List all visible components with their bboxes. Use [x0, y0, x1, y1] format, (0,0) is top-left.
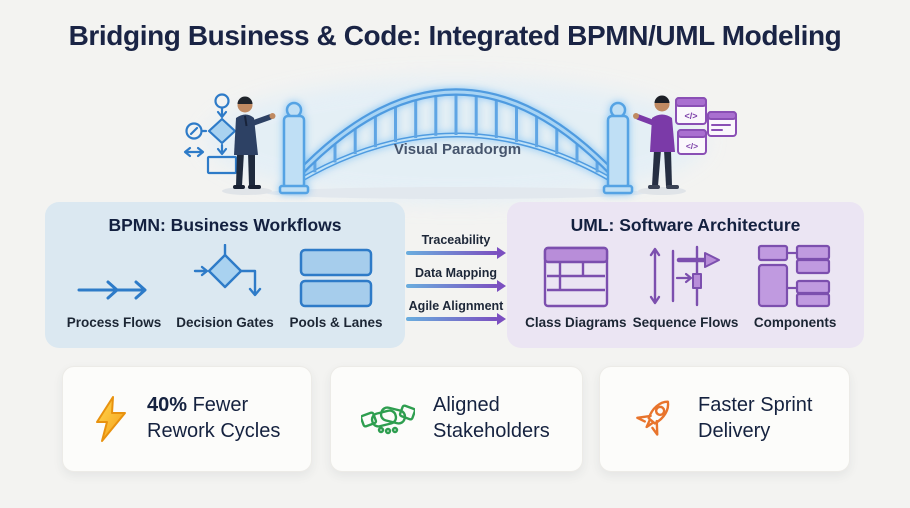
code-glyph: </>: [684, 111, 697, 121]
benefit-text: 40% Fewer Rework Cycles: [147, 394, 281, 442]
process-flow-arrow-icon: [77, 280, 147, 300]
bridge-glow: [206, 78, 706, 202]
page-title: Bridging Business & Code: Integrated BPM…: [68, 20, 842, 51]
benefit-card-rework: 40% Fewer Rework Cycles: [62, 366, 312, 472]
traceability-arrow-icon: [406, 247, 506, 258]
bpmn-item-process-flows: Process Flows: [59, 244, 169, 330]
bpmn-item-pools-lanes: Pools & Lanes: [281, 244, 391, 330]
benefit-text: Faster Sprint Delivery: [698, 394, 813, 442]
bpmn-panel-title: BPMN: Business Workflows: [108, 215, 342, 235]
uml-item-label: Class Diagrams: [525, 315, 627, 330]
code-windows-icon: </> </>: [675, 97, 737, 155]
decision-gateway-icon: [193, 244, 262, 297]
bpmn-panel: BPMN: Business Workflows Process Flows: [45, 202, 405, 348]
businessman-figure: [222, 96, 276, 195]
uml-item-label: Components: [753, 315, 837, 330]
uml-item-sequence-flows: Sequence Flows: [631, 244, 741, 330]
link-label-agile-alignment: Agile Alignment: [408, 299, 504, 313]
benefit-card-stakeholders: Aligned Stakeholders: [330, 366, 583, 472]
handshake-icon: [361, 404, 415, 435]
uml-panel: UML: Software Architecture Class Diagram…: [507, 202, 864, 348]
bridge-icon: [278, 88, 634, 195]
bpmn-item-label: Decision Gates: [176, 315, 274, 330]
agile-alignment-arrow-icon: [406, 313, 506, 324]
bridge-ground-shadow: [266, 187, 646, 199]
bpmn-item-decision-gates: Decision Gates: [170, 244, 280, 330]
bpmn-item-label: Pools & Lanes: [289, 315, 383, 330]
data-mapping-arrow-icon: [406, 280, 506, 291]
rocket-icon: [636, 400, 670, 436]
benefit-card-delivery: Faster Sprint Delivery: [599, 366, 850, 472]
bpmn-item-label: Process Flows: [66, 315, 162, 330]
bridge-pillars: [278, 101, 634, 195]
uml-panel-title: UML: Software Architecture: [570, 215, 801, 235]
uml-item-class-diagrams: Class Diagrams: [521, 244, 631, 330]
developer-figure: [633, 95, 686, 195]
uml-item-components: Components: [740, 244, 850, 330]
lightning-icon: [96, 396, 126, 442]
link-label-data-mapping: Data Mapping: [415, 266, 497, 280]
flowchart-icon: [183, 93, 238, 175]
components-icon: [758, 244, 831, 308]
pools-lanes-icon: [299, 248, 373, 308]
link-label-traceability: Traceability: [421, 233, 491, 247]
sequence-flow-icon: [649, 245, 720, 307]
code-glyph: </>: [686, 141, 698, 151]
benefit-text: Aligned Stakeholders: [433, 394, 550, 442]
bridge-label: Visual Paradorgm: [393, 141, 522, 158]
uml-item-label: Sequence Flows: [632, 315, 739, 330]
class-diagram-icon: [543, 246, 609, 308]
